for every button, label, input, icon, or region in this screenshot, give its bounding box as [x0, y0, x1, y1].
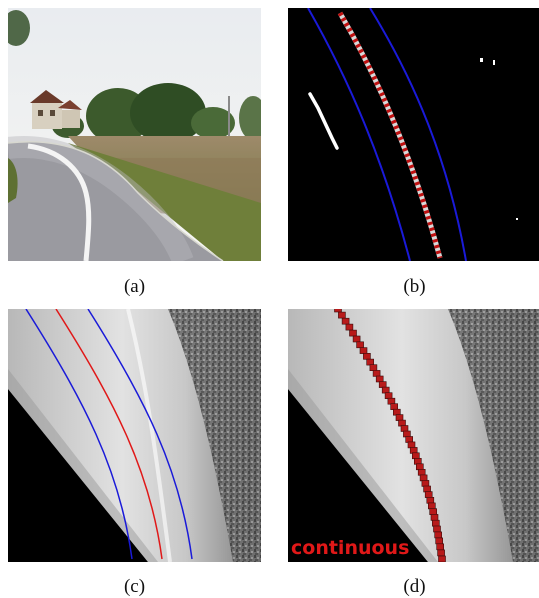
- marking-box: [366, 358, 374, 366]
- marking-box: [432, 519, 440, 527]
- caption-b: (b): [403, 276, 426, 297]
- panel-b-binary-detection: [288, 8, 539, 261]
- noise-blob-3: [493, 60, 495, 65]
- marking-box: [372, 370, 381, 377]
- noise-blob-2: [480, 58, 483, 62]
- marking-box: [417, 469, 426, 476]
- marking-box: [426, 497, 435, 504]
- marking-box: [378, 381, 387, 388]
- marking-box: [387, 397, 396, 405]
- marking-box: [369, 364, 378, 372]
- marking-box: [407, 441, 416, 449]
- lane-marking-fit-c: [55, 309, 163, 560]
- marking-box: [356, 341, 364, 349]
- marking-box: [423, 485, 431, 493]
- binary-image: [288, 8, 539, 261]
- marking-box: [409, 447, 418, 454]
- marking-box: [381, 386, 390, 394]
- caption-a: (a): [123, 276, 146, 297]
- panel-d-classified-marking: continuous: [288, 309, 539, 562]
- overlay-label-continuous: continuous: [291, 537, 409, 559]
- marking-box: [400, 425, 409, 432]
- marking-box: [430, 514, 439, 521]
- marking-box: [436, 543, 444, 551]
- marking-box: [424, 491, 433, 498]
- marking-box: [334, 309, 342, 313]
- marking-box: [421, 480, 430, 487]
- marking-box: [341, 317, 350, 325]
- caption-d: (d): [403, 576, 426, 597]
- road-photo: [8, 8, 261, 261]
- marking-box: [412, 452, 420, 460]
- marking-box: [384, 392, 393, 399]
- marking-box: [390, 403, 398, 410]
- marking-box: [359, 347, 368, 354]
- marking-box: [437, 549, 445, 557]
- marking-box: [428, 502, 436, 510]
- marking-box: [349, 329, 357, 337]
- noise-blob-4: [516, 218, 518, 220]
- marking-box: [416, 463, 424, 471]
- marking-box: [438, 555, 446, 562]
- marking-box: [429, 508, 437, 515]
- marking-box: [363, 352, 371, 360]
- marking-box: [352, 335, 361, 343]
- panel-a-road-photo: [8, 8, 261, 261]
- marking-box: [419, 474, 428, 482]
- marking-box: [435, 537, 443, 545]
- marking-box: [375, 375, 384, 383]
- marking-box: [345, 323, 354, 331]
- marking-box: [403, 430, 411, 438]
- caption-c: (c): [123, 576, 146, 597]
- noise-blob-1: [308, 92, 339, 150]
- marking-box: [414, 458, 422, 465]
- lane-boundary-left: [307, 8, 411, 261]
- panel-c-birdseye-fit: [8, 309, 261, 562]
- lane-boundary-right: [369, 8, 467, 261]
- marking-box-chain: [334, 309, 446, 562]
- birdseye-image-c: [8, 309, 261, 562]
- birdseye-image-d: continuous: [288, 309, 539, 562]
- marking-box: [338, 311, 346, 319]
- lane-boundary-right-c: [87, 309, 193, 560]
- marking-box: [395, 414, 404, 421]
- marking-box: [433, 525, 441, 533]
- lane-boundary-left-c: [25, 309, 133, 560]
- marking-box: [434, 531, 442, 539]
